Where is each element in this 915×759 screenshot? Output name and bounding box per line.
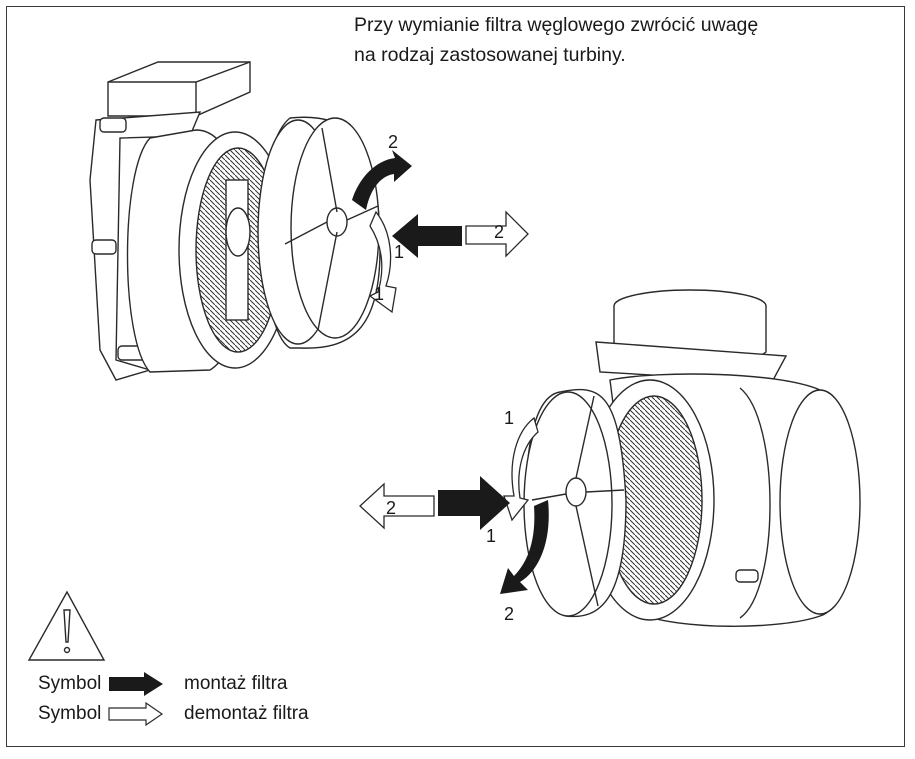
legend-symbol-text-mount: Symbol xyxy=(38,673,102,694)
instruction-line-2: na rodzaj zastosowanej turbiny. xyxy=(354,44,626,66)
legend-row-dismount: Symbol demontaż filtra xyxy=(38,700,309,728)
instruction-line-1: Przy wymianie filtra węglowego zwrócić u… xyxy=(354,14,759,36)
push-arrow-mount-bottom xyxy=(438,476,510,530)
rotate-arrow-dismount-top xyxy=(368,210,397,314)
instruction-text: Przy wymianie filtra węglowego zwrócić u… xyxy=(354,10,758,70)
step-label-2-top-pull: 2 xyxy=(494,222,504,242)
legend-label-mount: montaż filtra xyxy=(184,673,288,694)
diagram-frame xyxy=(6,6,905,747)
step-label-1-bottom-push: 1 xyxy=(486,526,496,546)
step-label-2-bottom-pull: 2 xyxy=(386,498,396,518)
warning-triangle-icon xyxy=(27,590,106,661)
arrow-outline-icon xyxy=(108,701,164,727)
rotate-arrow-dismount-bottom xyxy=(503,416,539,522)
turbine-bottom-right xyxy=(523,289,861,627)
pull-arrow-dismount-bottom xyxy=(359,482,435,530)
pull-arrow-dismount-top xyxy=(465,210,529,258)
step-label-1-top-push: 1 xyxy=(394,242,404,262)
push-arrow-mount-top xyxy=(392,214,462,258)
rotate-arrow-mount-bottom xyxy=(500,500,549,594)
rotate-arrow-mount-top xyxy=(352,150,412,210)
step-label-1-bottom-rotate: 1 xyxy=(504,408,514,428)
step-label-2-bottom-rotate: 2 xyxy=(504,604,514,624)
step-label-2-top-rotate: 2 xyxy=(388,132,398,152)
legend-symbol-text-dismount: Symbol xyxy=(38,703,102,724)
legend-row-mount: Symbol montaż filtra xyxy=(38,670,287,698)
turbine-top-left xyxy=(89,61,381,381)
step-label-1-top-rotate: 1 xyxy=(374,284,384,304)
arrow-filled-icon xyxy=(109,672,163,696)
legend-label-dismount: demontaż filtra xyxy=(184,703,309,724)
